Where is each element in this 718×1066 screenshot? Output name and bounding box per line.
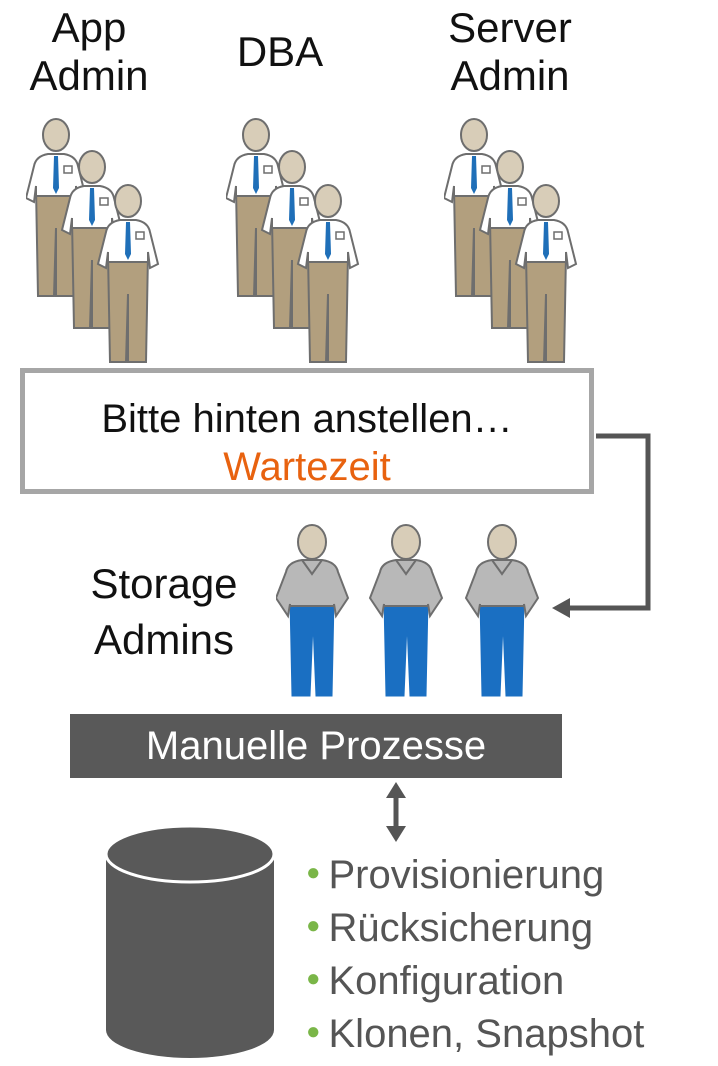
server-admin-label: Server Admin: [448, 4, 572, 99]
task-item: ●Konfiguration: [306, 958, 565, 1003]
bullet-dot-icon: ●: [306, 964, 321, 992]
task-item: ●Rücksicherung: [306, 905, 594, 950]
queue-message: Bitte hinten anstellen…: [101, 397, 513, 441]
bullet-dot-icon: ●: [306, 858, 321, 886]
storage-admins-label: Storage Admins: [90, 560, 238, 663]
database-cylinder-icon: [104, 824, 276, 1058]
manual-processes-bar: Manuelle Prozesse: [70, 714, 562, 778]
task-list: ●Provisionierung ●Rücksicherung ●Konfigu…: [306, 850, 644, 1062]
queue-box: Bitte hinten anstellen… Wartezeit: [20, 368, 594, 494]
bullet-dot-icon: ●: [306, 1017, 321, 1045]
storage-admins-group-icon: [276, 524, 539, 697]
task-item: ●Klonen, Snapshot: [306, 1011, 645, 1056]
bullet-dot-icon: ●: [306, 911, 321, 939]
task-item: ●Provisionierung: [306, 853, 605, 897]
dba-label: DBA: [236, 28, 324, 75]
wait-time-label: Wartezeit: [223, 445, 391, 489]
app-admin-label: App Admin: [29, 4, 149, 99]
